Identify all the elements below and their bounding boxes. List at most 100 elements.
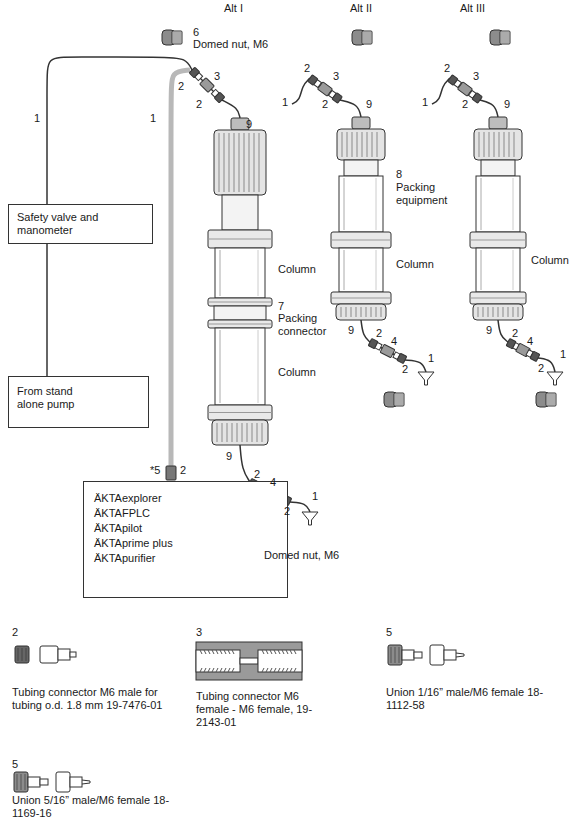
part-outline xyxy=(394,393,404,406)
detail-stroke xyxy=(216,650,218,654)
detail-stroke xyxy=(278,650,280,654)
part-outline xyxy=(258,650,302,672)
detail-stroke xyxy=(370,32,371,43)
callout-number: 1 xyxy=(422,96,428,109)
detail-stroke xyxy=(244,133,245,192)
part-outline xyxy=(40,779,48,785)
detail-stroke xyxy=(239,133,240,192)
funnel xyxy=(547,372,563,385)
part-outline xyxy=(481,160,515,176)
tubing xyxy=(290,502,310,512)
detail-stroke xyxy=(208,239,272,240)
detail-stroke xyxy=(232,423,233,442)
callout-number: *5 xyxy=(150,464,160,477)
detail-stroke xyxy=(361,307,362,317)
part-outline xyxy=(476,176,520,232)
detail-stroke xyxy=(503,307,504,317)
part-outline xyxy=(339,176,383,232)
callout-number: 2 xyxy=(402,363,408,376)
part-outline xyxy=(208,298,272,306)
part-outline xyxy=(430,645,444,665)
detail-stroke xyxy=(220,330,221,403)
part-outline xyxy=(470,232,526,248)
detail-stroke xyxy=(493,307,494,317)
detail-stroke xyxy=(257,423,258,442)
callout-number: 1 xyxy=(282,96,288,109)
detail-stroke xyxy=(344,178,345,230)
detail-stroke xyxy=(352,132,353,157)
part-outline xyxy=(214,130,266,195)
fitting-chain xyxy=(368,338,407,364)
callout-number: 9 xyxy=(366,98,372,111)
detail-stroke xyxy=(208,412,272,413)
detail-stroke xyxy=(228,668,230,672)
part-outline xyxy=(208,405,272,420)
detail-stroke xyxy=(274,650,276,654)
detail-stroke xyxy=(212,668,214,672)
part-outline xyxy=(489,117,507,129)
callout-number: 2 xyxy=(444,62,450,75)
tubing xyxy=(222,100,240,118)
part-outline xyxy=(166,466,176,480)
callout-number: 7 xyxy=(278,300,284,313)
part-outline xyxy=(472,93,482,104)
callout-number: 2 xyxy=(376,327,382,340)
tubing xyxy=(171,70,190,478)
part-label: Union 5/16” male/M6 female 18-1169-16 xyxy=(12,794,184,820)
part-outline xyxy=(200,78,215,93)
detail-stroke xyxy=(208,668,210,672)
detail-stroke xyxy=(514,132,515,157)
detail-stroke xyxy=(347,132,348,157)
fitting-chain xyxy=(189,67,225,103)
detail-stroke xyxy=(470,298,526,299)
detail-stroke xyxy=(506,32,507,43)
tubing xyxy=(240,445,250,482)
callout-number: 1 xyxy=(34,112,40,125)
callout-number: 9 xyxy=(246,118,252,131)
callout-number: 2 xyxy=(304,62,310,75)
callout-number: 8 xyxy=(396,168,402,181)
female-connector-icon xyxy=(196,642,302,680)
detail-stroke xyxy=(481,178,482,230)
detail-stroke xyxy=(26,648,27,661)
part-outline xyxy=(222,195,258,230)
detail-stroke xyxy=(504,132,505,157)
callout-number: 9 xyxy=(504,98,510,111)
callout-number: 1 xyxy=(560,348,566,361)
detail-stroke xyxy=(398,394,399,405)
detail-stroke xyxy=(377,132,378,157)
detail-stroke xyxy=(17,774,18,790)
detail-stroke xyxy=(494,132,495,157)
detail-stroke xyxy=(234,133,235,192)
detail-stroke xyxy=(552,394,553,405)
callout-number: 4 xyxy=(391,335,397,348)
detail-stroke xyxy=(208,650,210,654)
callout-number: 9 xyxy=(486,324,492,337)
detail-stroke xyxy=(18,648,19,661)
box-text: ÄKTAexplorer xyxy=(94,491,277,506)
part-label: Packing connector xyxy=(278,312,340,338)
part-outline xyxy=(240,658,258,664)
part-label: Tubing connector M6 male for tubing o.d.… xyxy=(12,686,172,712)
callout-number: 2 xyxy=(12,626,18,639)
tubing xyxy=(498,320,508,342)
detail-stroke xyxy=(341,307,342,317)
part-outline xyxy=(208,230,272,248)
equipment-box: Safety valve and manometer xyxy=(8,204,153,244)
part-outline xyxy=(212,420,268,445)
detail-stroke xyxy=(499,132,500,157)
detail-stroke xyxy=(174,32,175,43)
detail-stroke xyxy=(294,650,296,654)
part-outline xyxy=(195,73,203,81)
part-outline xyxy=(470,292,526,304)
part-outline xyxy=(196,650,240,672)
detail-stroke xyxy=(550,394,551,405)
detail-stroke xyxy=(220,668,222,672)
detail-stroke xyxy=(484,132,485,157)
part-outline xyxy=(397,353,407,363)
detail-stroke xyxy=(212,650,214,654)
part-outline xyxy=(352,117,370,129)
part-outline xyxy=(331,232,391,248)
part-outline xyxy=(336,304,386,320)
